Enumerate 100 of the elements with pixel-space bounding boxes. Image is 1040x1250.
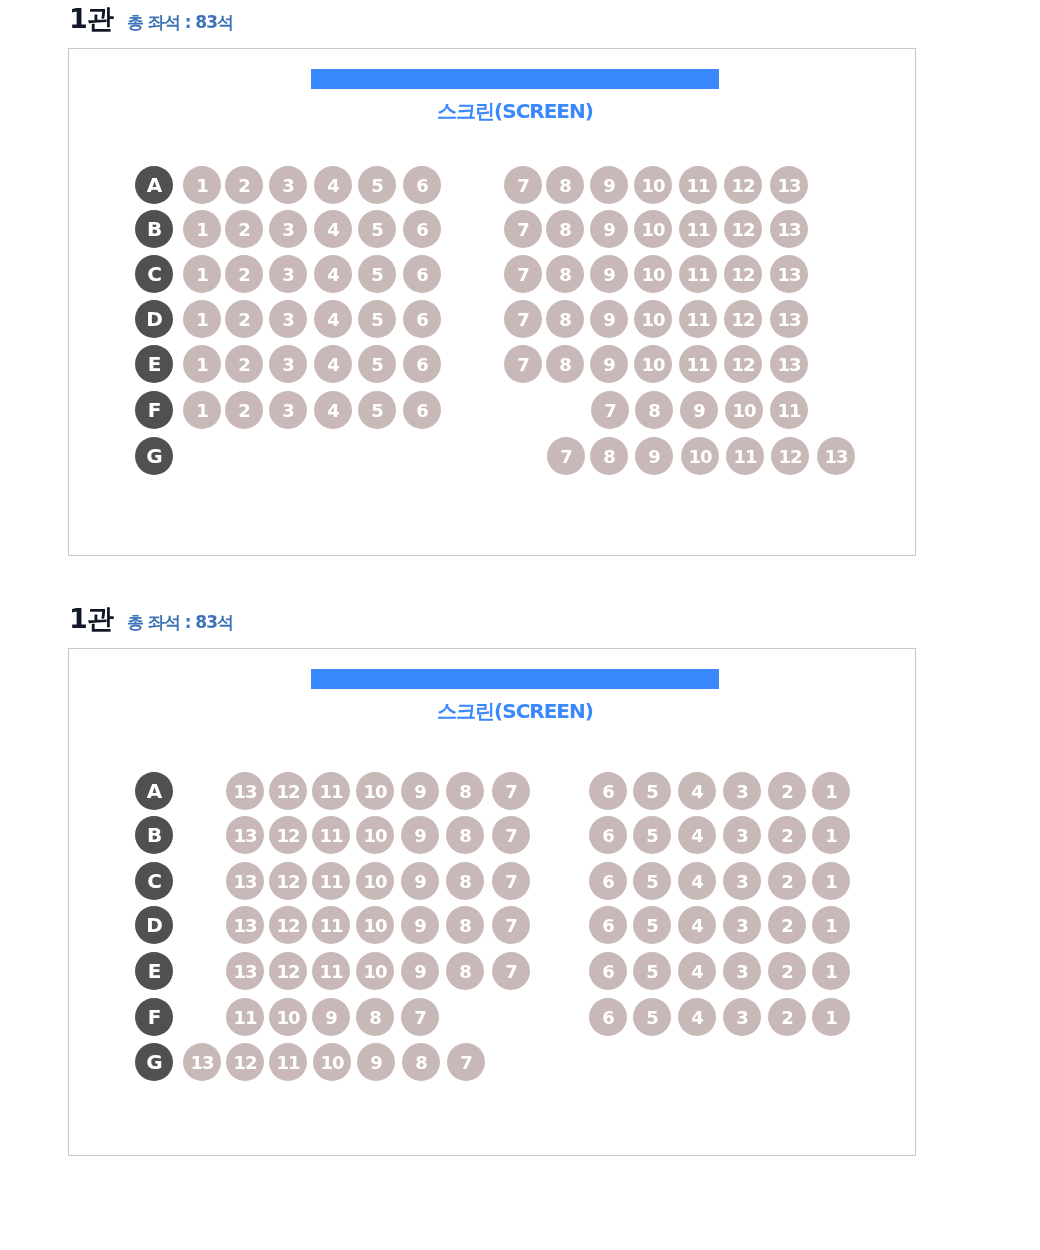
- seat: 2: [225, 255, 263, 293]
- seat: 10: [634, 210, 672, 248]
- seat: 6: [403, 255, 441, 293]
- seat: 11: [269, 1043, 307, 1081]
- seat: 7: [492, 772, 530, 810]
- seat: 12: [269, 772, 307, 810]
- screen-label: 스크린(SCREEN): [437, 698, 593, 725]
- seat: 10: [356, 816, 394, 854]
- row-label: F: [135, 391, 173, 429]
- seat: 13: [770, 166, 808, 204]
- seat: 6: [589, 998, 627, 1036]
- seat: 6: [403, 391, 441, 429]
- seat: 5: [633, 998, 671, 1036]
- seat: 2: [225, 391, 263, 429]
- seat: 5: [633, 952, 671, 990]
- seat: 4: [314, 255, 352, 293]
- seat: 6: [403, 166, 441, 204]
- seat: 8: [446, 952, 484, 990]
- row-label: D: [135, 300, 173, 338]
- seat: 13: [770, 300, 808, 338]
- seat: 2: [768, 862, 806, 900]
- seat: 4: [678, 816, 716, 854]
- seat: 13: [770, 345, 808, 383]
- seat: 6: [589, 816, 627, 854]
- row-label: E: [135, 952, 173, 990]
- seat: 7: [547, 437, 585, 475]
- seat: 5: [633, 906, 671, 944]
- row-label: G: [135, 1043, 173, 1081]
- seat: 4: [314, 210, 352, 248]
- seat: 1: [183, 345, 221, 383]
- seat: 3: [723, 772, 761, 810]
- seat: 9: [312, 998, 350, 1036]
- total-seats-text: 총 좌석 : 83석: [126, 611, 233, 634]
- seat: 5: [358, 391, 396, 429]
- seat: 5: [358, 255, 396, 293]
- seat: 6: [589, 772, 627, 810]
- seat: 3: [269, 391, 307, 429]
- seat: 2: [768, 816, 806, 854]
- seat: 9: [401, 952, 439, 990]
- seat: 12: [269, 906, 307, 944]
- seat: 8: [635, 391, 673, 429]
- seat: 8: [546, 166, 584, 204]
- seat: 3: [723, 906, 761, 944]
- seat: 1: [183, 255, 221, 293]
- total-seats-text: 총 좌석 : 83석: [126, 11, 233, 34]
- seat: 11: [312, 816, 350, 854]
- seat: 7: [447, 1043, 485, 1081]
- seat: 8: [402, 1043, 440, 1081]
- seat: 9: [357, 1043, 395, 1081]
- seat: 3: [723, 952, 761, 990]
- seat: 11: [726, 437, 764, 475]
- seat: 4: [678, 952, 716, 990]
- seat: 10: [356, 906, 394, 944]
- seat: 5: [633, 816, 671, 854]
- seat: 5: [358, 166, 396, 204]
- seat: 7: [492, 816, 530, 854]
- seat: 3: [269, 166, 307, 204]
- row-label: B: [135, 816, 173, 854]
- seat: 12: [269, 952, 307, 990]
- seat: 10: [725, 391, 763, 429]
- seat: 11: [312, 906, 350, 944]
- seat: 12: [226, 1043, 264, 1081]
- seat: 9: [680, 391, 718, 429]
- seat: 3: [723, 862, 761, 900]
- seat: 7: [492, 906, 530, 944]
- row-label: D: [135, 906, 173, 944]
- row-label: C: [135, 255, 173, 293]
- seat: 13: [226, 906, 264, 944]
- row-label: A: [135, 166, 173, 204]
- seat: 7: [401, 998, 439, 1036]
- seat: 10: [356, 952, 394, 990]
- seat: 12: [771, 437, 809, 475]
- seat: 3: [723, 998, 761, 1036]
- seat: 8: [446, 816, 484, 854]
- row-label: E: [135, 345, 173, 383]
- seat: 1: [812, 952, 850, 990]
- seat: 11: [679, 210, 717, 248]
- seat: 10: [269, 998, 307, 1036]
- seat: 13: [226, 952, 264, 990]
- seat: 13: [226, 772, 264, 810]
- seat: 8: [546, 345, 584, 383]
- seat: 5: [358, 210, 396, 248]
- row-label: A: [135, 772, 173, 810]
- seat: 3: [269, 345, 307, 383]
- seat: 10: [634, 345, 672, 383]
- seat: 9: [401, 862, 439, 900]
- seat: 2: [768, 772, 806, 810]
- seat: 4: [678, 998, 716, 1036]
- seat: 10: [681, 437, 719, 475]
- seat: 8: [446, 906, 484, 944]
- seat: 11: [679, 300, 717, 338]
- seat: 13: [770, 210, 808, 248]
- seat: 6: [589, 952, 627, 990]
- seat: 8: [546, 255, 584, 293]
- seat: 7: [492, 952, 530, 990]
- hall-title: 1관: [69, 2, 113, 36]
- seat: 13: [770, 255, 808, 293]
- seat: 2: [768, 998, 806, 1036]
- seat: 1: [183, 300, 221, 338]
- seat: 5: [358, 300, 396, 338]
